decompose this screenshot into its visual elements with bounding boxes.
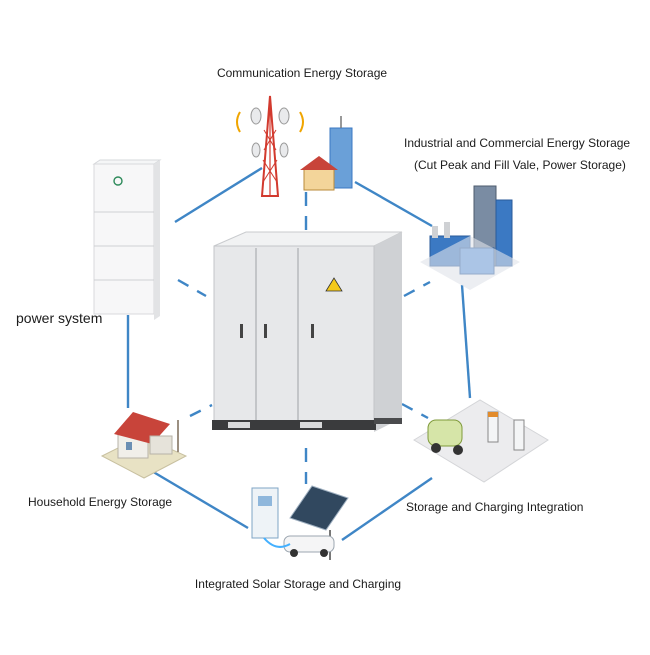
edge-charging-to-solar: [341, 477, 433, 541]
edge-solar-to-household: [149, 468, 249, 530]
label-communication: Communication Energy Storage: [216, 66, 388, 80]
spoke-lower-left: [189, 403, 213, 418]
spoke-upper-right: [403, 280, 431, 298]
spoke-lower-right: [401, 402, 429, 420]
edge-power-to-communication: [174, 166, 263, 224]
label-industrial-line2: (Cut Peak and Fill Vale, Power Storage): [414, 158, 626, 172]
central-storage-cabinet: [212, 231, 403, 432]
warning-sign-icon: [325, 277, 343, 292]
household-house-icon: [100, 412, 188, 479]
spoke-upper-left: [177, 278, 207, 298]
label-household: Household Energy Storage: [28, 495, 173, 509]
label-industrial-line1: Industrial and Commercial Energy Storage: [404, 136, 631, 150]
edge-communication-to-industrial: [354, 180, 433, 228]
label-solar-charging: Integrated Solar Storage and Charging: [194, 577, 402, 591]
connector-lines: [126, 166, 472, 541]
edge-industrial-to-charging: [460, 284, 472, 399]
power-system-battery: [92, 159, 162, 320]
status-led-icon: [113, 176, 123, 186]
communication-tower-icon: [236, 95, 353, 197]
label-power-system: power system: [16, 310, 103, 326]
industrial-buildings-icon: [420, 185, 520, 290]
ev-charging-station-icon: [413, 399, 549, 483]
label-storage-charging: Storage and Charging Integration: [406, 500, 584, 514]
solar-charging-icon: [251, 485, 349, 560]
